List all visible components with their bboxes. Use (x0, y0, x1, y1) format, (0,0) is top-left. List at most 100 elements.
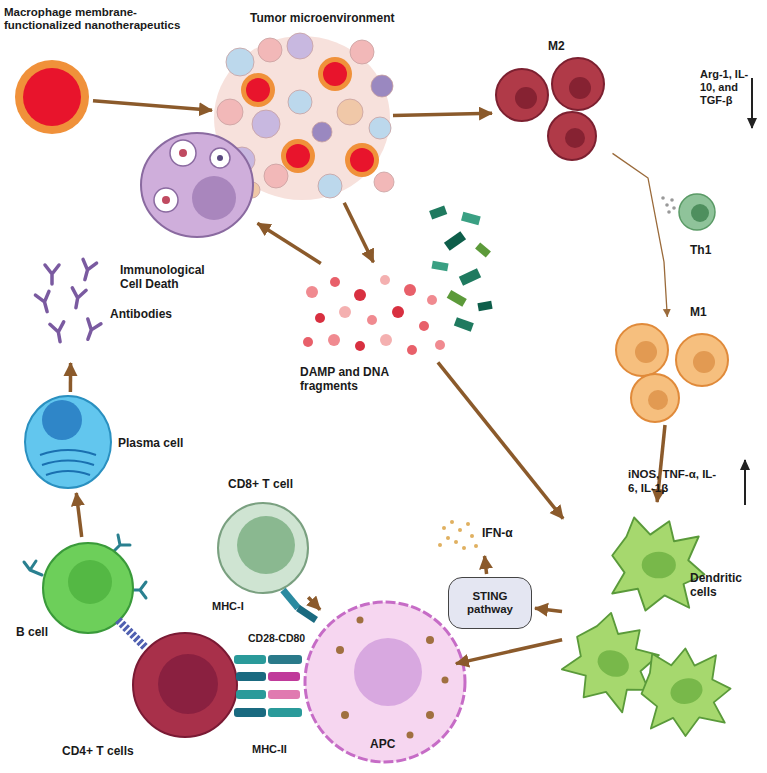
nucleus (693, 351, 715, 373)
flow-arrow (438, 362, 563, 518)
fragment (477, 301, 492, 311)
nano-shell (281, 139, 315, 173)
flow-arrow (344, 203, 373, 263)
m1-macrophages (616, 324, 728, 422)
antibody (78, 259, 96, 281)
apc-node: APC (318, 612, 453, 747)
dot (450, 520, 454, 524)
m2-cell (548, 112, 596, 160)
fragment (459, 268, 481, 286)
cell (264, 164, 288, 188)
receptor (132, 582, 146, 598)
decrease-arrow (751, 78, 753, 128)
dendritic-node: Dendritic cells (565, 505, 725, 737)
cytokine-dot (670, 198, 674, 202)
mhc (268, 655, 302, 664)
dot (474, 544, 478, 548)
node-label: Immunological Cell Death (120, 264, 220, 292)
tcr (234, 708, 266, 717)
damp (404, 284, 416, 296)
antibody (81, 319, 101, 342)
dot (466, 522, 470, 526)
vesicle-content (162, 196, 170, 204)
plasma-node: Plasma cell (25, 395, 115, 490)
granule (426, 711, 434, 719)
plasma-cell (25, 396, 111, 488)
cell (305, 602, 465, 762)
flow-arrow (69, 363, 73, 392)
nano-core (323, 62, 347, 86)
cytokine-label: CD28-CD80 (248, 632, 328, 645)
dot (442, 526, 446, 530)
damp (367, 315, 377, 325)
node-label: STING pathway (449, 590, 531, 616)
node-label: CD8+ T cell (228, 478, 338, 492)
dot (462, 546, 466, 550)
antibody (69, 288, 86, 309)
antibodies (35, 259, 101, 343)
fragment (475, 242, 491, 257)
m1-cell (616, 324, 668, 376)
tcr (234, 655, 266, 664)
nucleus (192, 176, 236, 220)
dot (454, 540, 458, 544)
dot (470, 534, 474, 538)
node-label: M2 (548, 40, 588, 54)
dendritic-cell (632, 636, 739, 744)
granule (426, 636, 434, 644)
nucleus (691, 204, 709, 222)
m1-cell (676, 334, 728, 386)
bcr-tcr-contact (118, 620, 146, 648)
node-label: CD4+ T cells (62, 745, 172, 759)
cell (371, 75, 393, 97)
tcr (236, 690, 266, 699)
mhc (268, 708, 302, 717)
antibody (45, 265, 59, 284)
m2-cell (496, 69, 548, 121)
cytokine-dot (661, 196, 665, 200)
th1-cell (661, 194, 715, 230)
antibody (35, 291, 53, 313)
tumor-node: Tumor microenvironment (215, 35, 390, 200)
cell (318, 174, 342, 198)
node-label: Antibodies (110, 308, 190, 322)
dot (458, 528, 462, 532)
nucleus (565, 128, 585, 148)
m2-node: M2 (495, 62, 610, 162)
fragment (429, 206, 447, 220)
vesicle (170, 140, 196, 166)
cd80 (268, 672, 300, 681)
damp (380, 275, 390, 285)
ifn-node: IFN-α (432, 515, 532, 553)
node-label: B cell (16, 626, 76, 640)
tumor-nanoparticles (241, 57, 379, 177)
cell (369, 117, 391, 139)
cell (337, 99, 363, 125)
flow-arrow (535, 608, 562, 611)
ifn-dots (438, 520, 478, 550)
cd4-node: CD4+ T cells (133, 632, 238, 737)
node-label: APC (370, 738, 410, 752)
node-label: Tumor microenvironment (250, 12, 420, 26)
granule (336, 646, 344, 654)
flow-arrow (456, 640, 562, 664)
damp (427, 295, 437, 305)
cell (226, 48, 254, 76)
apc-cell (305, 602, 465, 762)
node-label: Dendritic cells (690, 572, 752, 600)
node-label: Th1 (690, 244, 730, 258)
flow-arrow (76, 493, 81, 537)
vesicle-content (179, 149, 187, 157)
flow-arrow (308, 597, 320, 610)
nano-shell (345, 143, 379, 177)
damp (392, 306, 404, 318)
damp (315, 313, 325, 323)
flow-arrow (485, 556, 487, 574)
cell (350, 40, 374, 64)
antibody (50, 322, 67, 343)
receptor (112, 535, 130, 553)
cytokine-label: MHC-I (212, 600, 272, 613)
